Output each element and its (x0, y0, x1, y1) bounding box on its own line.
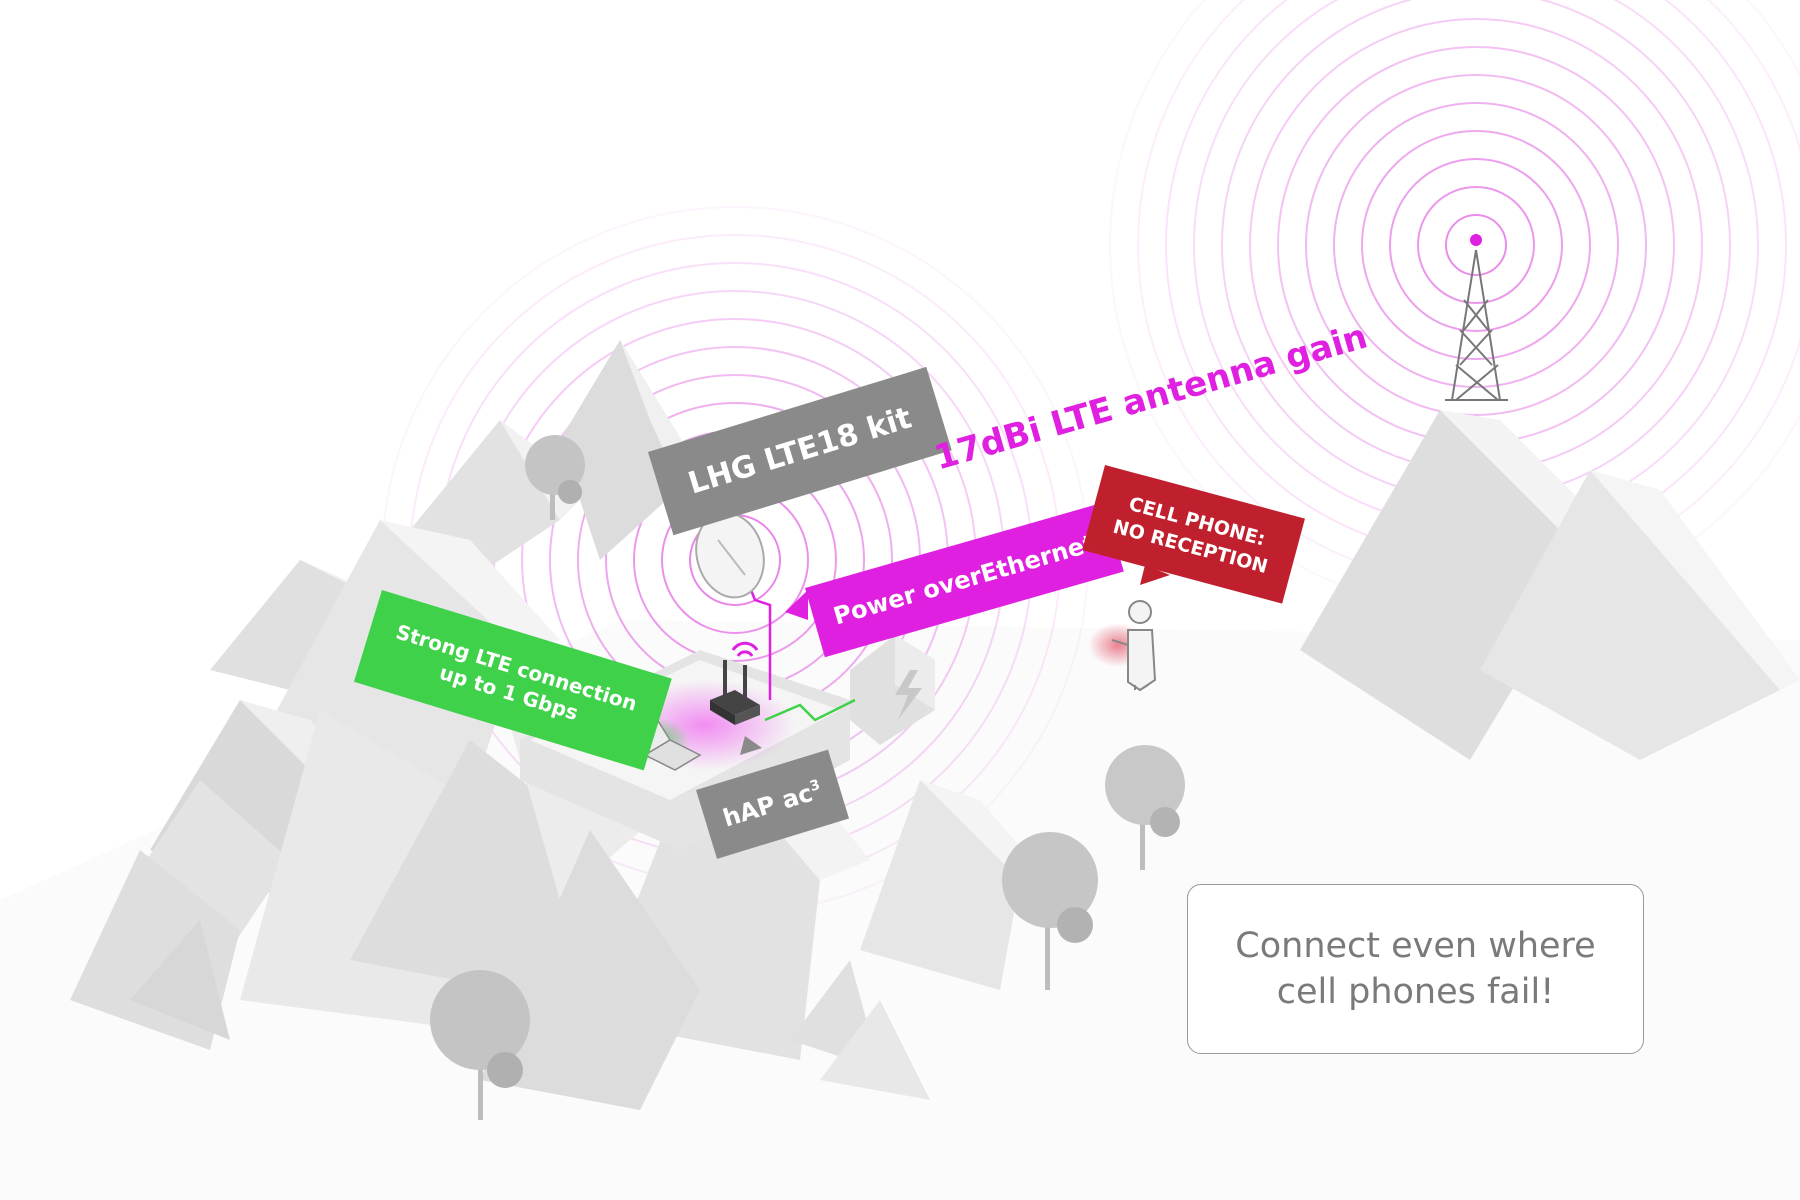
poe-label-tail (785, 590, 808, 620)
callout-line1: Connect even where (1235, 926, 1596, 966)
hap-label-tail (740, 736, 762, 755)
tree (1002, 832, 1098, 990)
cell-tower (1445, 249, 1508, 401)
signal-ring (1417, 186, 1535, 304)
signal-ring (1389, 158, 1563, 332)
signal-ring (1333, 102, 1619, 388)
ethernet-cable (764, 698, 856, 722)
callout-box: Connect even where cell phones fail! (1187, 884, 1644, 1054)
signal-ring (1445, 214, 1507, 276)
tree (1105, 745, 1185, 870)
label-hap-text: hAP ac (719, 778, 816, 833)
wifi-icon (731, 641, 759, 657)
cell-label-tail (1140, 565, 1170, 585)
power-house (850, 635, 935, 745)
right-mountain (1300, 410, 1800, 760)
signal-ring (1305, 74, 1647, 416)
router-hap-ac3 (710, 641, 760, 725)
person-with-phone (1088, 600, 1157, 692)
tower-beacon (1470, 234, 1482, 246)
signal-ring (1361, 130, 1591, 360)
tree (525, 435, 585, 520)
callout-line2: cell phones fail! (1276, 972, 1555, 1012)
tree (430, 970, 530, 1120)
callout-text: Connect even where cell phones fail! (1235, 923, 1595, 1015)
